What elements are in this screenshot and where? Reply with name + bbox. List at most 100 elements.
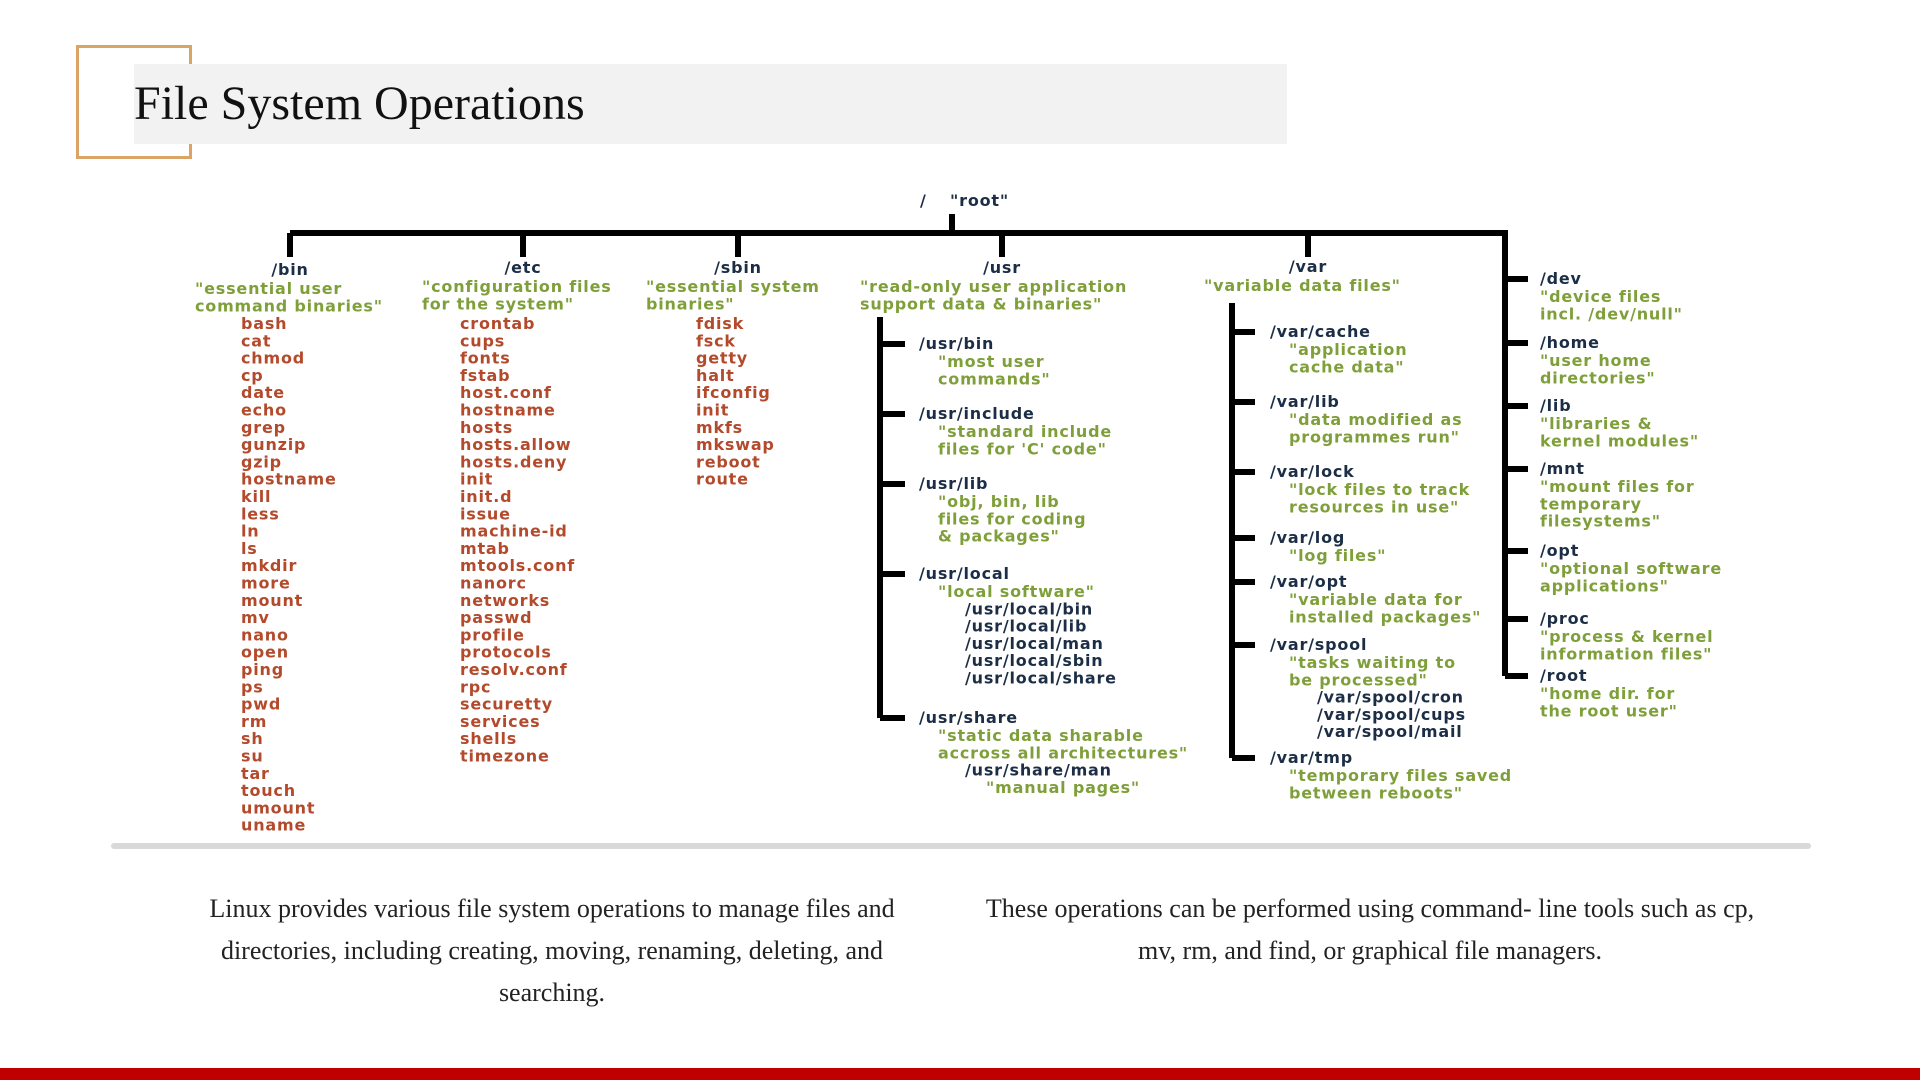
usr-child-description: "standard include [938, 422, 1112, 441]
other-dir-label: /lib [1540, 396, 1571, 415]
paragraph-left: Linux provides various file system opera… [209, 894, 895, 1007]
bin-file-item: rm [241, 712, 267, 731]
sbin-file-item: init [696, 401, 729, 420]
bin-file-item: mv [241, 608, 270, 627]
other-description: the root user" [1540, 701, 1678, 720]
usr-child-description: files for coding [938, 509, 1086, 528]
usr-child-dir-label: /usr/bin [919, 334, 994, 353]
bin-file-item: su [241, 747, 264, 766]
other-description: directories" [1540, 368, 1656, 387]
etc-file-item: hosts.allow [460, 435, 572, 454]
etc-file-item: host.conf [460, 383, 552, 402]
etc-file-item: init.d [460, 487, 512, 506]
bin-file-item: echo [241, 401, 287, 420]
var-child-description: resources in use" [1289, 497, 1459, 516]
var-child-dir-label: /var/cache [1270, 322, 1371, 341]
other-description: "home dir. for [1540, 684, 1675, 703]
etc-file-item: hostname [460, 401, 556, 420]
etc-file-item: machine-id [460, 522, 568, 541]
etc-file-item: cups [460, 331, 505, 350]
sbin-file-item: reboot [696, 452, 761, 471]
bin-file-item: open [241, 643, 289, 662]
usr-dir-label: /usr [983, 258, 1021, 277]
bin-description: command binaries" [195, 296, 383, 315]
etc-file-item: hosts.deny [460, 452, 567, 471]
usr-description: "read-only user application [860, 277, 1127, 296]
sbin-dir-label: /sbin [714, 258, 762, 277]
etc-file-item: shells [460, 729, 517, 748]
slide-title: File System Operations [134, 77, 585, 130]
usr-subdir-label: /usr/local/lib [965, 617, 1087, 636]
etc-file-item: mtab [460, 539, 510, 558]
usr-child-description: commands" [938, 369, 1051, 388]
other-description: "user home [1540, 351, 1651, 370]
bin-dir-label: /bin [271, 260, 308, 279]
bin-file-item: umount [241, 798, 315, 817]
usr-child-description: & packages" [938, 527, 1060, 546]
var-child-description: be processed" [1289, 670, 1428, 689]
bin-file-item: kill [241, 487, 271, 506]
usr-subdir-label: /usr/share/man [965, 761, 1112, 780]
bin-file-item: cat [241, 331, 271, 350]
bin-file-item: uname [241, 816, 306, 835]
other-description: "libraries & [1540, 414, 1652, 433]
var-child-dir-label: /var/log [1270, 528, 1345, 547]
other-dir-label: /opt [1540, 541, 1579, 560]
usr-subdir-label: /usr/local/man [965, 634, 1104, 653]
title-bar [134, 64, 1287, 144]
other-description: incl. /dev/null" [1540, 304, 1683, 323]
etc-file-item: services [460, 712, 540, 731]
bin-file-item: ln [241, 522, 259, 541]
etc-file-item: passwd [460, 608, 532, 627]
bin-file-item: ping [241, 660, 284, 679]
other-dir-label: /dev [1540, 269, 1582, 288]
var-child-description: programmes run" [1289, 427, 1460, 446]
var-child-dir-label: /var/lock [1270, 462, 1355, 481]
etc-file-item: nanorc [460, 574, 527, 593]
bin-file-item: gzip [241, 452, 282, 471]
bin-file-item: tar [241, 764, 270, 783]
etc-description: "configuration files [422, 277, 612, 296]
root-path-label: / [920, 191, 927, 210]
var-subdir-label: /var/spool/cups [1317, 705, 1466, 724]
bin-file-item: hostname [241, 470, 337, 489]
etc-file-item: crontab [460, 314, 535, 333]
usr-child-description: "most user [938, 352, 1044, 371]
other-description: "process & kernel [1540, 627, 1713, 646]
etc-file-item: issue [460, 504, 511, 523]
var-description: "variable data files" [1204, 276, 1401, 295]
bin-file-item: ls [241, 539, 258, 558]
sbin-file-item: mkfs [696, 418, 743, 437]
etc-file-item: rpc [460, 677, 491, 696]
etc-file-item: hosts [460, 418, 513, 437]
var-child-description: "tasks waiting to [1289, 653, 1456, 672]
bin-file-item: less [241, 504, 280, 523]
var-child-description: "data modified as [1289, 410, 1462, 429]
sbin-description: "essential system [646, 277, 820, 296]
other-dir-label: /proc [1540, 609, 1590, 628]
usr-child-description: "static data sharable [938, 726, 1144, 745]
etc-file-item: mtools.conf [460, 556, 575, 575]
var-child-description: "application [1289, 340, 1407, 359]
bin-file-item: more [241, 574, 291, 593]
bin-file-item: gunzip [241, 435, 306, 454]
usr-child-description: accross all architectures" [938, 743, 1188, 762]
sbin-file-item: halt [696, 366, 735, 385]
footer-bar [0, 1068, 1920, 1080]
sbin-file-item: fsck [696, 331, 736, 350]
bin-description: "essential user [195, 279, 342, 298]
other-description: "optional software [1540, 559, 1722, 578]
usr-child-description: "local software" [938, 582, 1095, 601]
other-description: temporary [1540, 494, 1642, 513]
var-child-dir-label: /var/tmp [1270, 748, 1353, 767]
usr-subdir-label: /usr/local/sbin [965, 651, 1103, 670]
root-name-label: "root" [950, 191, 1009, 210]
var-child-description: cache data" [1289, 357, 1404, 376]
var-child-dir-label: /var/spool [1270, 635, 1367, 654]
etc-file-item: timezone [460, 747, 550, 766]
bin-file-item: sh [241, 729, 264, 748]
etc-file-item: profile [460, 625, 525, 644]
usr-subdir-label: /usr/local/bin [965, 599, 1093, 618]
sbin-file-item: mkswap [696, 435, 775, 454]
var-child-description: installed packages" [1289, 607, 1481, 626]
